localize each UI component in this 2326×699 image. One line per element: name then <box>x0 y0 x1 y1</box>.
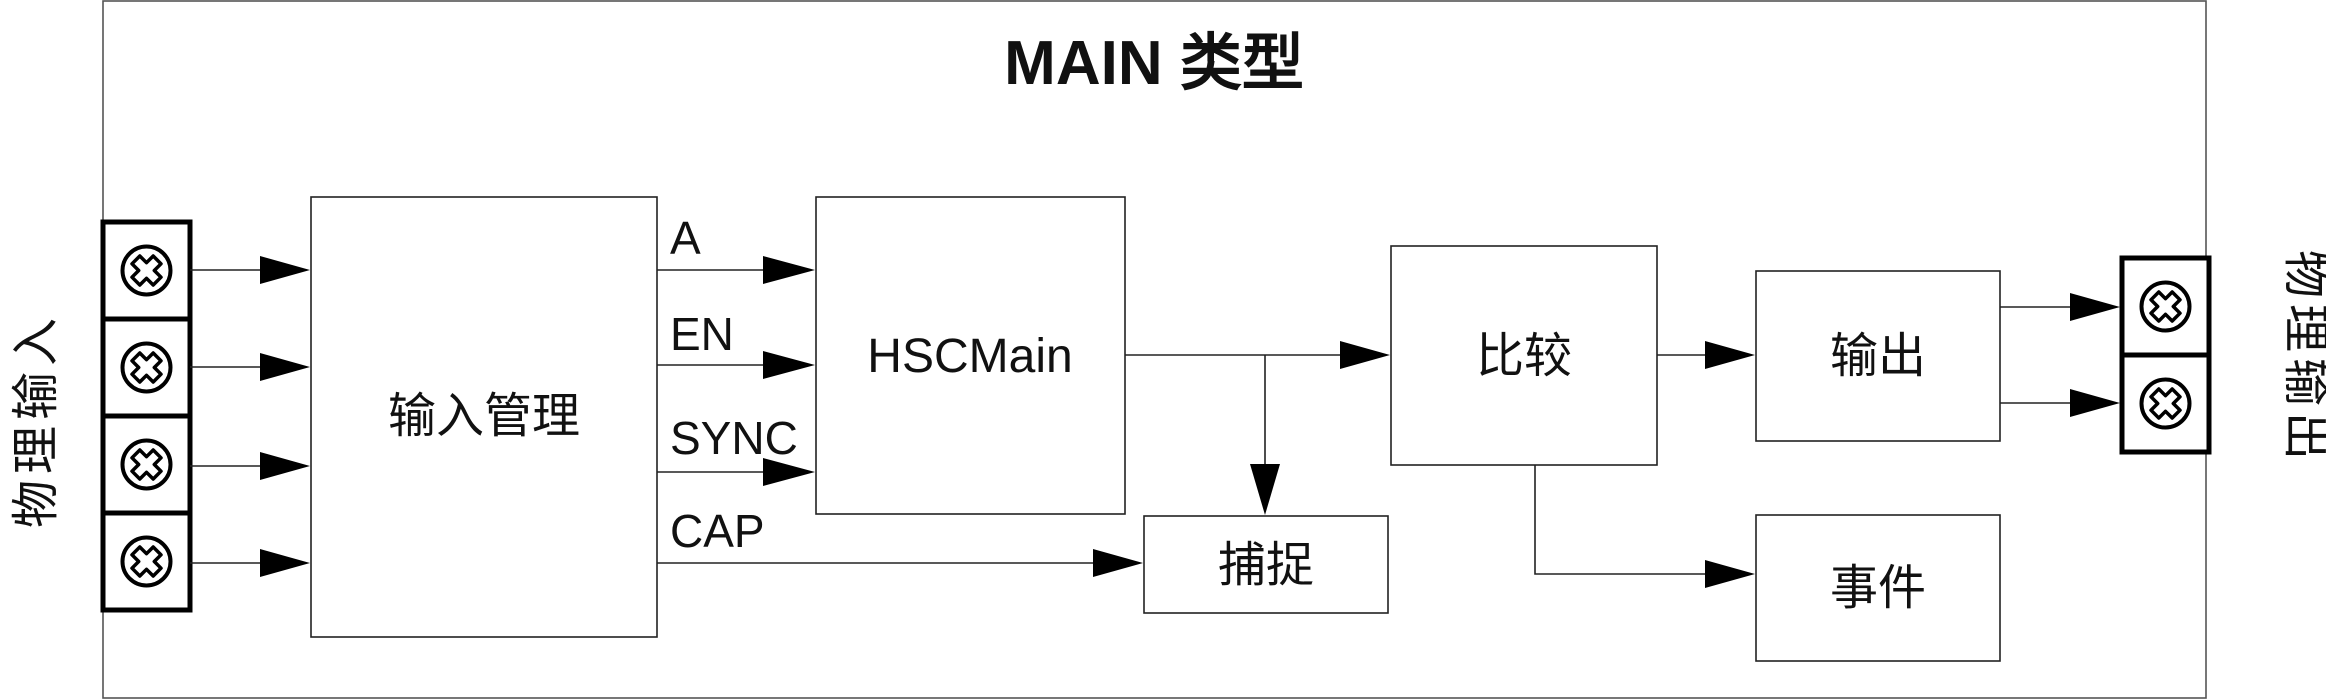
block-input-management-label: 输入管理 <box>388 390 580 443</box>
arrowhead <box>1705 341 1755 369</box>
terminal-cell <box>2119 352 2212 455</box>
screw-terminal-icon <box>120 535 173 588</box>
block-compare-label: 比较 <box>1476 330 1572 383</box>
physical-input-label: 物理输入 <box>10 312 63 528</box>
block-event-label: 事件 <box>1830 562 1926 615</box>
block-capture-label: 捕捉 <box>1218 539 1314 592</box>
arrowhead <box>1093 549 1143 577</box>
block-capture: 捕捉 <box>1143 515 1389 614</box>
terminal-cell <box>100 316 193 419</box>
signal-sync-label: SYNC <box>670 412 798 464</box>
arrowhead <box>260 549 310 577</box>
arrowhead <box>763 351 815 379</box>
arrowhead <box>260 353 310 381</box>
terminal-cell <box>100 510 193 613</box>
diagram-title: MAIN 类型 <box>1004 29 1304 98</box>
arrowhead <box>1250 464 1280 515</box>
screw-terminal-icon <box>120 438 173 491</box>
terminal-cell <box>2119 255 2212 358</box>
block-output-label: 输出 <box>1830 330 1926 383</box>
signal-a-label: A <box>670 212 701 264</box>
wire-compare-event <box>1534 465 1710 575</box>
block-output: 输出 <box>1755 270 2001 442</box>
screw-terminal-icon <box>2139 377 2192 430</box>
block-event: 事件 <box>1755 514 2001 662</box>
physical-output-label: 物理输出 <box>2279 250 2326 466</box>
arrowhead <box>1340 341 1390 369</box>
arrowhead <box>763 256 815 284</box>
block-hscmain: HSCMain <box>815 196 1126 515</box>
screw-terminal-icon <box>120 341 173 394</box>
block-input-management: 输入管理 <box>310 196 658 638</box>
output-terminal-block <box>2119 255 2212 455</box>
arrowhead <box>260 256 310 284</box>
terminal-cell <box>100 413 193 516</box>
arrowhead <box>1705 560 1755 588</box>
screw-terminal-icon <box>2139 280 2192 333</box>
wires <box>190 269 2075 575</box>
block-hscmain-label: HSCMain <box>867 330 1072 383</box>
input-terminal-block <box>100 219 193 613</box>
arrowheads <box>260 256 2120 588</box>
arrowhead <box>260 452 310 480</box>
signal-cap-label: CAP <box>670 505 765 557</box>
arrowhead <box>763 458 815 486</box>
signal-en-label: EN <box>670 308 734 360</box>
screw-terminal-icon <box>120 244 173 297</box>
arrowhead <box>2070 293 2120 321</box>
arrowhead <box>2070 389 2120 417</box>
terminal-cell <box>100 219 193 322</box>
block-compare: 比较 <box>1390 245 1658 466</box>
